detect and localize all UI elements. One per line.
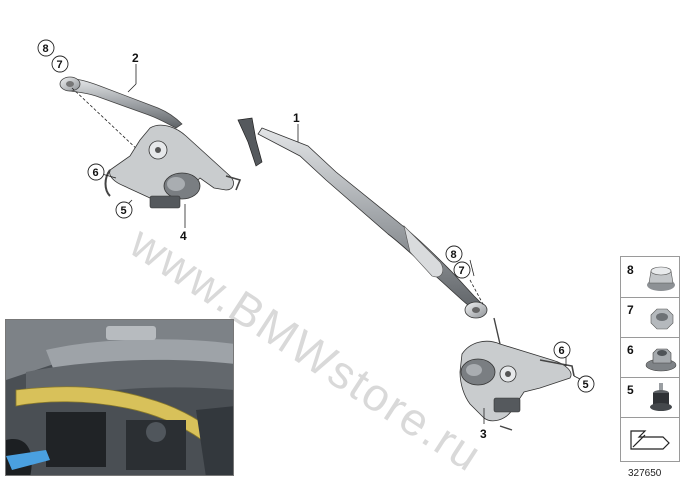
wiper-linkage-right — [459, 317, 575, 431]
flange-nut-icon — [645, 348, 677, 372]
parts-legend: 8 7 6 5 — [620, 256, 680, 462]
svg-text:8: 8 — [43, 43, 49, 55]
legend-num-5: 5 — [627, 383, 634, 397]
svg-text:5: 5 — [121, 205, 127, 217]
legend-row-7: 7 — [621, 297, 679, 338]
callout-8-left: 8 — [37, 39, 55, 57]
callout-6-right: 6 — [553, 341, 571, 359]
engine-bay-inset — [5, 319, 234, 476]
callout-3: 3 — [480, 427, 487, 441]
wiper-arm-left — [59, 76, 183, 129]
callout-4: 4 — [180, 229, 187, 243]
legend-nav[interactable] — [621, 417, 679, 461]
rubber-mount-icon — [650, 383, 672, 411]
legend-row-5: 5 — [621, 377, 679, 418]
engine-bay-illustration — [6, 320, 233, 475]
wiper-linkage-left — [104, 124, 242, 209]
callout-6-left: 6 — [87, 163, 105, 181]
callout-2: 2 — [132, 51, 139, 65]
legend-num-8: 8 — [627, 263, 634, 277]
arrow-icon[interactable] — [627, 423, 673, 455]
wiper-arm-main — [257, 127, 488, 319]
legend-num-7: 7 — [627, 303, 634, 317]
diagram-reference-number: 327650 — [628, 468, 662, 479]
callout-5-left: 5 — [115, 201, 133, 219]
linkage-clip — [237, 117, 263, 167]
legend-row-8: 8 — [621, 257, 679, 298]
callout-7-left: 7 — [51, 55, 69, 73]
svg-text:7: 7 — [57, 59, 63, 71]
cap-nut-icon — [647, 266, 675, 291]
svg-text:7: 7 — [459, 265, 465, 277]
legend-row-6: 6 — [621, 337, 679, 378]
hex-nut-icon — [650, 308, 674, 330]
callout-5-right: 5 — [577, 375, 595, 393]
svg-text:5: 5 — [583, 379, 589, 391]
legend-num-6: 6 — [627, 343, 634, 357]
callout-1: 1 — [293, 111, 300, 125]
leader-dashed-left — [71, 87, 141, 153]
svg-text:6: 6 — [93, 167, 99, 179]
svg-text:6: 6 — [559, 345, 565, 357]
svg-text:8: 8 — [451, 249, 457, 261]
callout-7-right: 7 — [453, 261, 471, 279]
callout-8-right: 8 — [445, 245, 463, 263]
